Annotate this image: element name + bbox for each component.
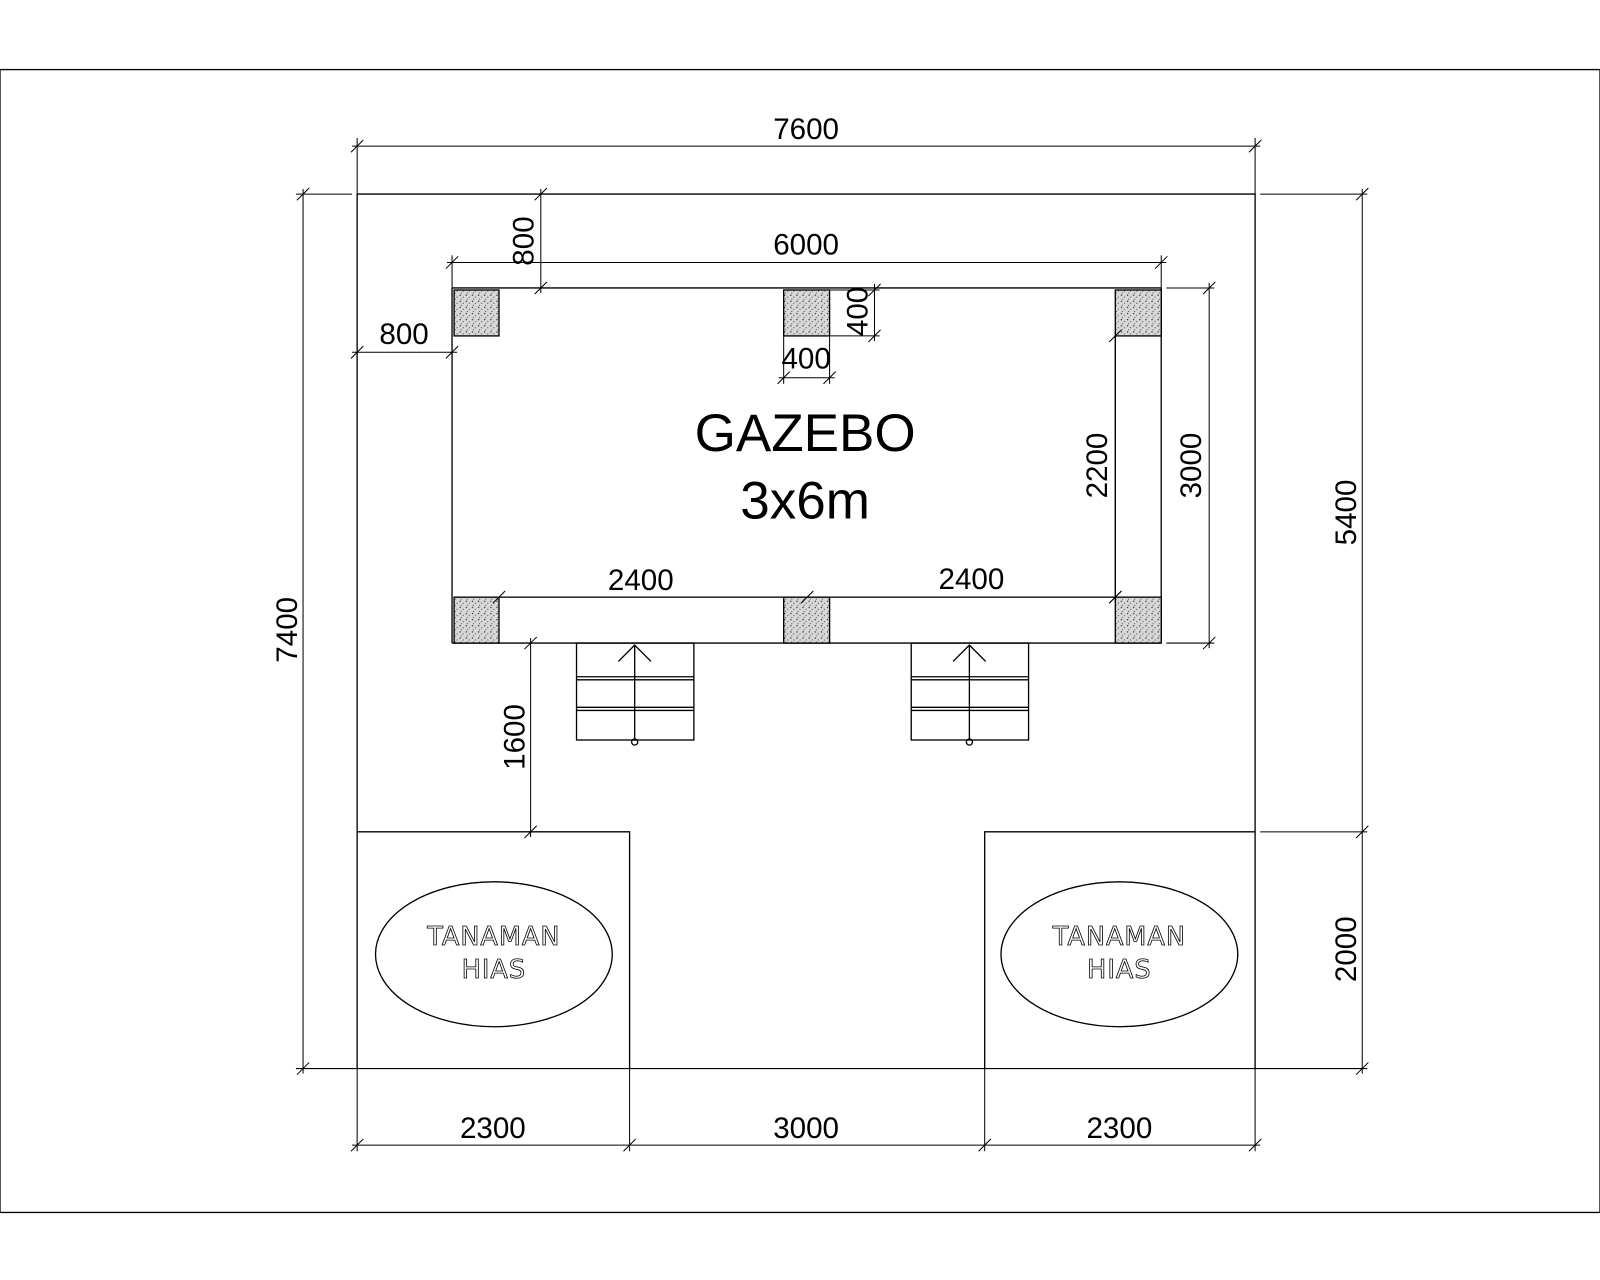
dim-bay-right: 2400 xyxy=(939,563,1005,596)
dim-gazebo-width: 3000 xyxy=(1175,433,1208,499)
gazebo-structure xyxy=(451,287,1162,644)
gazebo-size: 3x6m xyxy=(740,472,870,531)
columns xyxy=(453,289,1162,644)
dim-gazebo-length: 6000 xyxy=(773,228,839,261)
dim-left-offset: 800 xyxy=(379,318,428,351)
planter-right-label-1: TANAMAN xyxy=(1052,922,1186,952)
column xyxy=(453,289,500,337)
dim-bay-left: 2400 xyxy=(608,564,674,597)
column xyxy=(1114,289,1162,337)
stairs-left xyxy=(575,642,695,746)
dim-total-width: 7600 xyxy=(773,113,839,146)
dim-top-offset: 800 xyxy=(508,216,541,265)
gazebo-title: GAZEBO xyxy=(695,404,916,463)
planter-left-label-1: TANAMAN xyxy=(426,922,560,952)
dim-inner-span: 2200 xyxy=(1081,433,1114,499)
planter-right-label-2: HIAS xyxy=(1087,955,1151,985)
planter-left-label-2: HIAS xyxy=(462,955,526,985)
dim-column-depth: 400 xyxy=(841,287,874,336)
column xyxy=(453,596,500,644)
dim-stair-offset: 1600 xyxy=(498,704,531,770)
dim-upper-area-height: 5400 xyxy=(1330,480,1363,546)
dim-bottom-middle: 3000 xyxy=(773,1112,839,1145)
dim-column-width: 400 xyxy=(781,343,830,376)
dim-planter-height: 2000 xyxy=(1330,916,1363,982)
site-boundary xyxy=(356,193,1256,1069)
dim-bottom-left: 2300 xyxy=(460,1112,526,1145)
planter-right xyxy=(1000,881,1239,1028)
dim-total-height: 7400 xyxy=(271,597,304,663)
dimension-lines xyxy=(295,137,1369,1152)
column xyxy=(1114,596,1162,644)
column xyxy=(783,596,831,644)
column xyxy=(783,289,831,337)
dim-bottom-right: 2300 xyxy=(1086,1112,1152,1145)
stairs-right xyxy=(910,642,1030,746)
drawing-frame xyxy=(0,68,1600,1214)
planter-left xyxy=(374,881,613,1028)
